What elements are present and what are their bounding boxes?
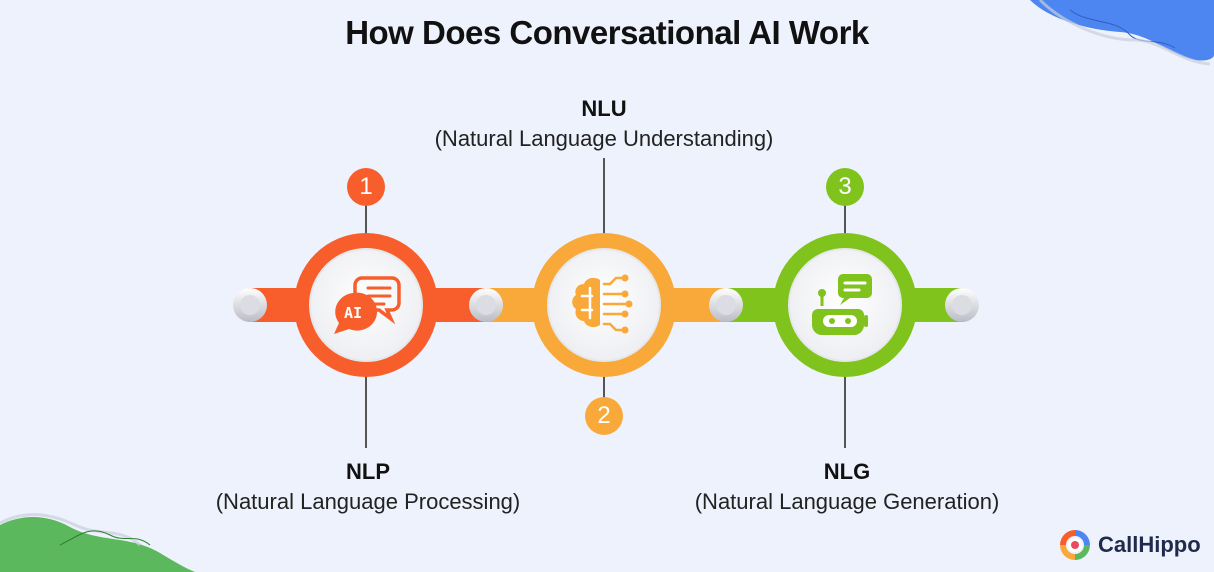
- step2-heading: NLU: [581, 96, 627, 121]
- ai-icon-text: AI: [344, 304, 362, 322]
- page-title: How Does Conversational AI Work: [345, 14, 869, 51]
- bar-knob: [233, 288, 267, 322]
- step1-subheading: (Natural Language Processing): [215, 489, 521, 514]
- bar-knob: [709, 288, 743, 322]
- step3-number-badge: 3: [826, 168, 864, 206]
- step1-heading: NLP: [346, 459, 390, 484]
- bar-knob: [469, 288, 503, 322]
- bar-knob: [945, 288, 979, 322]
- callhippo-logo-icon: [1060, 530, 1090, 560]
- step2-label: NLU (Natural Language Understanding): [394, 94, 814, 154]
- step1-number-badge: 1: [347, 168, 385, 206]
- brain-circuit-icon: [572, 274, 633, 334]
- ai-chat-icon: AI: [334, 276, 401, 334]
- bottom-left-green-blob: [0, 513, 195, 572]
- step3-heading: NLG: [823, 459, 871, 484]
- step3-subheading: (Natural Language Generation): [694, 489, 1000, 514]
- brand-logo: CallHippo: [1058, 528, 1201, 562]
- brand-name: CallHippo: [1098, 532, 1201, 557]
- step2-subheading: (Natural Language Understanding): [434, 126, 774, 151]
- step3-label: NLG (Natural Language Generation): [637, 457, 1057, 517]
- step2-number-badge: 2: [585, 397, 623, 435]
- chatbot-icon: [812, 274, 872, 335]
- step1-label: NLP (Natural Language Processing): [158, 457, 578, 517]
- top-right-blue-blob: [1030, 0, 1214, 66]
- step3-circle: [773, 233, 917, 377]
